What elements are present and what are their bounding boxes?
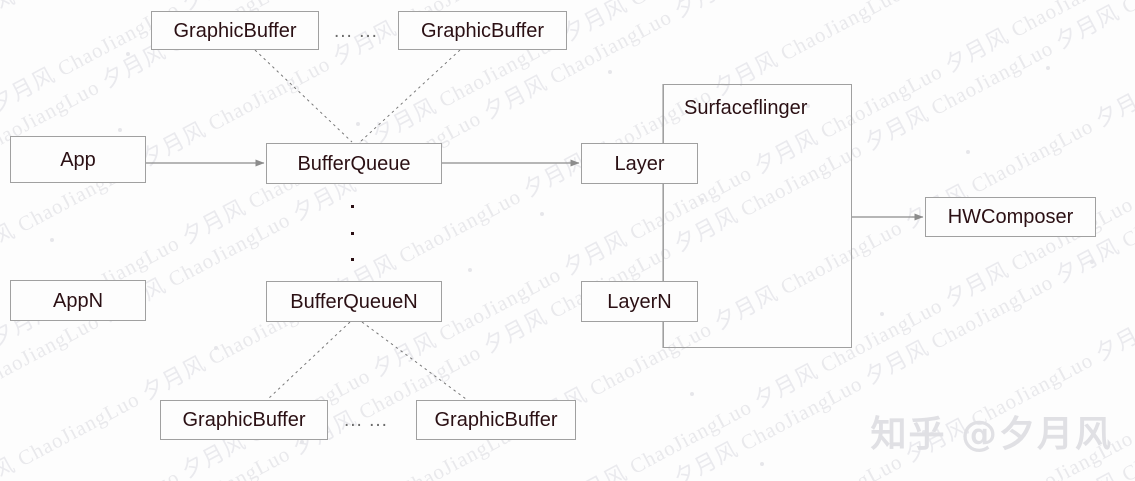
node-bufferqueuen[interactable]: BufferQueueN <box>266 281 442 322</box>
node-hwcomposer[interactable]: HWComposer <box>925 197 1096 237</box>
node-app[interactable]: App <box>10 136 146 183</box>
vertical-ellipsis-dot-2 <box>351 232 354 235</box>
ellipsis-bottom: ... ... <box>344 410 388 431</box>
vertical-ellipsis-dot-1 <box>351 205 354 208</box>
vertical-ellipsis-dot-3 <box>351 258 354 261</box>
node-bufferqueue[interactable]: BufferQueue <box>266 143 442 184</box>
zhihu-brand-watermark: 知乎 @夕月风 <box>870 414 1113 455</box>
node-graphicbuffer-top-right[interactable]: GraphicBuffer <box>398 11 567 50</box>
node-layer[interactable]: Layer <box>581 143 698 184</box>
node-graphicbuffer-bottom-right[interactable]: GraphicBuffer <box>416 400 576 440</box>
node-layern[interactable]: LayerN <box>581 281 698 322</box>
ellipsis-top: ... ... <box>334 21 378 42</box>
node-graphicbuffer-top-left[interactable]: GraphicBuffer <box>151 11 319 50</box>
node-appn[interactable]: AppN <box>10 280 146 321</box>
surfaceflinger-label: Surfaceflinger <box>684 97 808 119</box>
node-graphicbuffer-bottom-left[interactable]: GraphicBuffer <box>160 400 328 440</box>
